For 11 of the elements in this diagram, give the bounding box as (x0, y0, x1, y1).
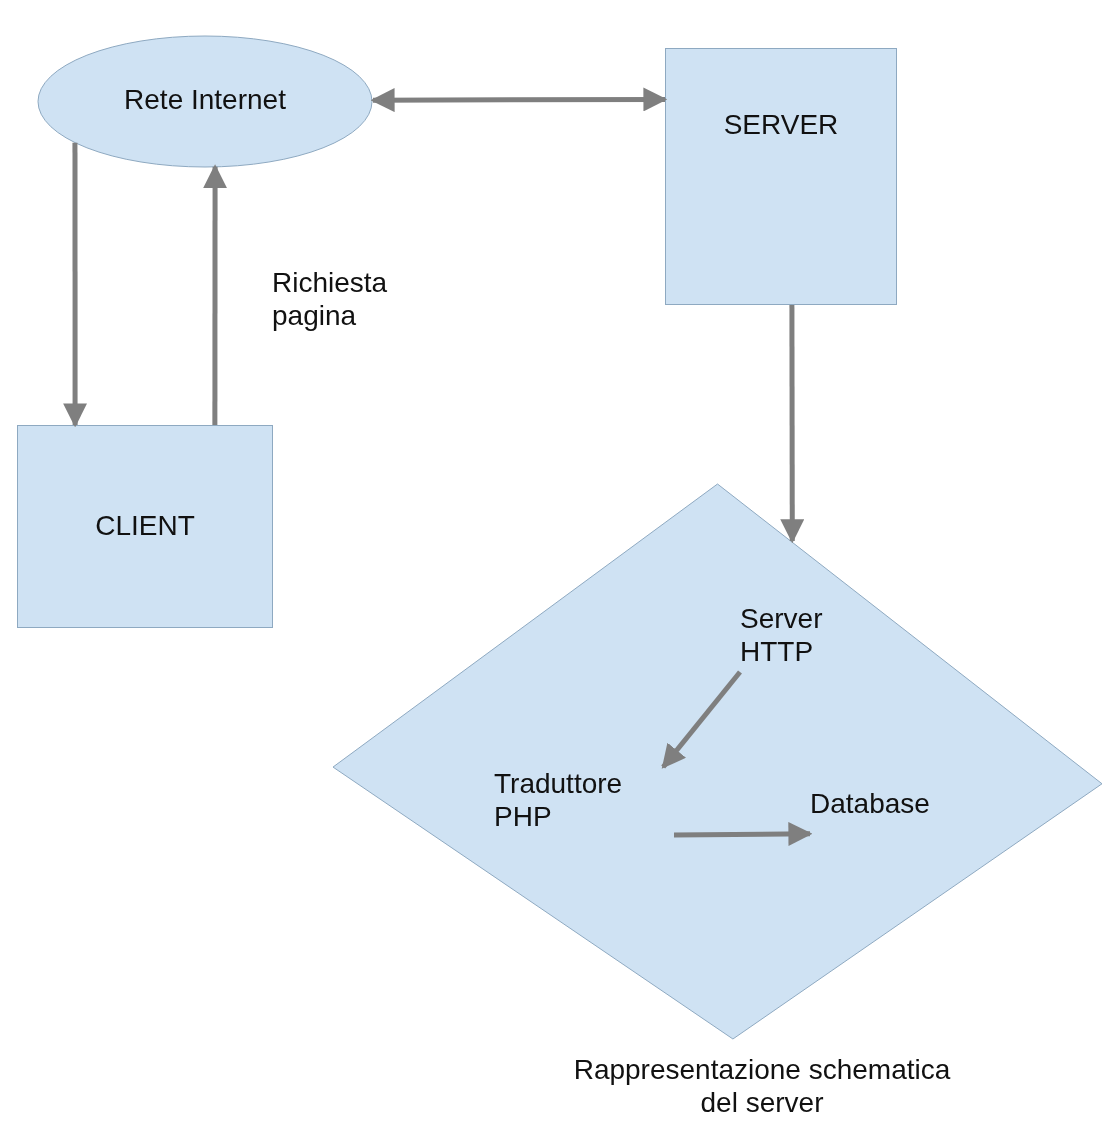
caption-text: Rappresentazione schematica del server (572, 1053, 952, 1119)
arrow (203, 164, 228, 425)
arrow (661, 670, 742, 769)
arrow (674, 822, 813, 846)
node-label: SERVER (722, 108, 840, 141)
node-label: Traduttore PHP (494, 767, 674, 837)
node-label: Rete Internet (123, 83, 287, 116)
node-label: Server HTTP (740, 602, 870, 672)
arrow (780, 305, 805, 544)
node-label: CLIENT (94, 509, 196, 542)
node-label: Database (810, 787, 985, 823)
